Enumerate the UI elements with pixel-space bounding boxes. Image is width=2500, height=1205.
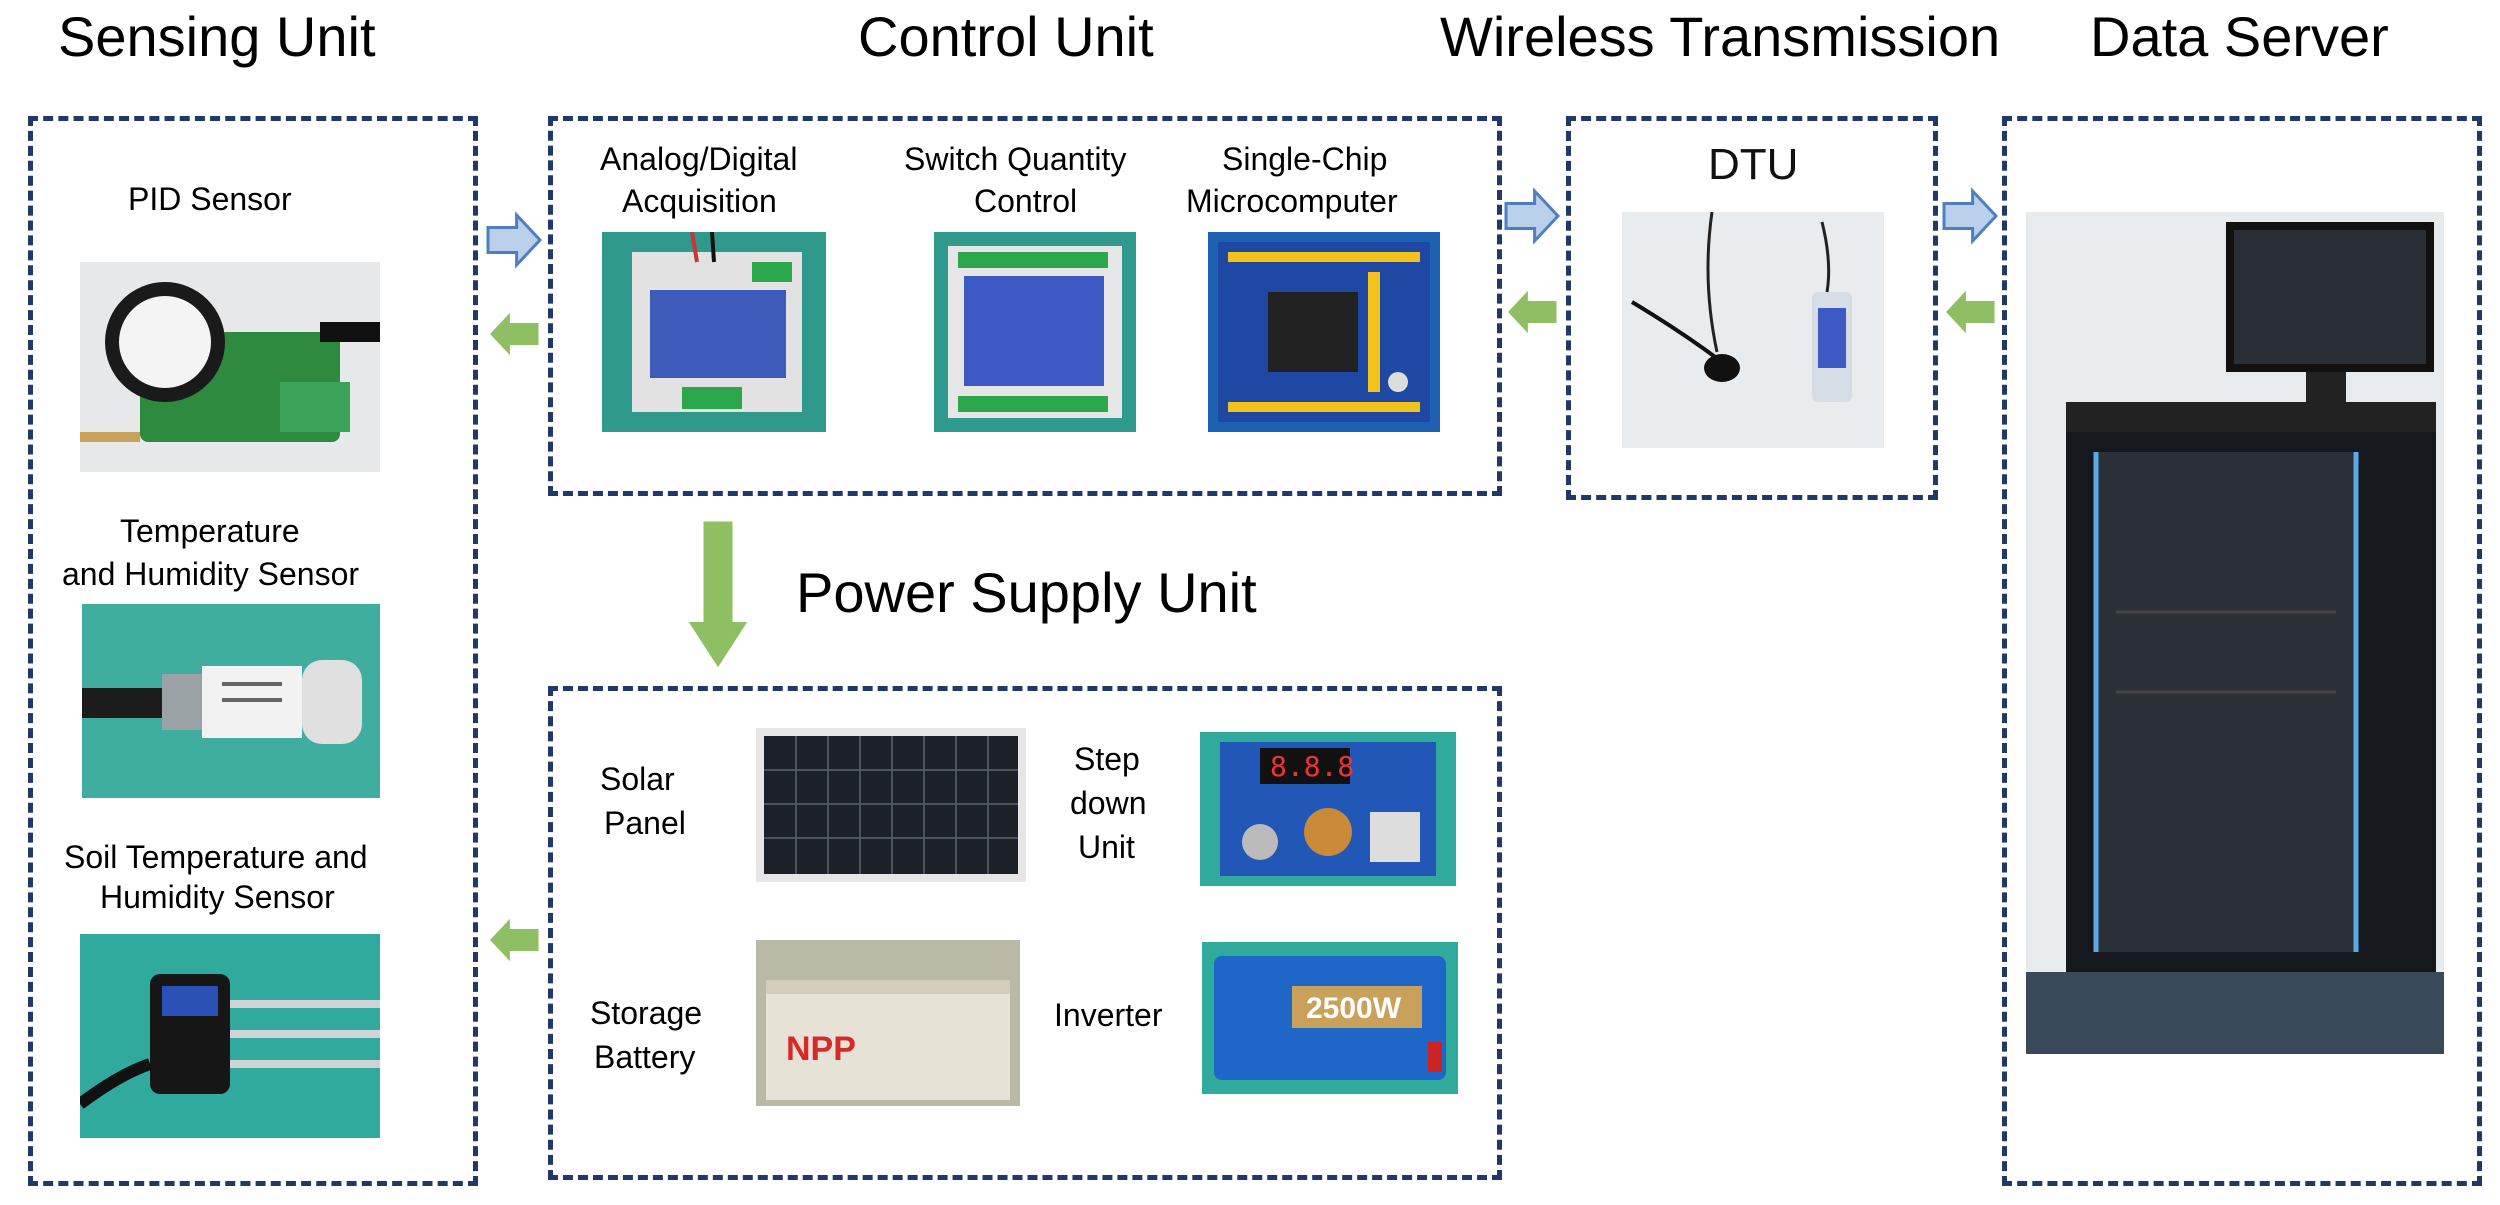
control-unit-box bbox=[548, 116, 1502, 496]
inverter-label: Inverter bbox=[1054, 997, 1163, 1033]
step-down-label-line3: Unit bbox=[1078, 829, 1135, 865]
soil-sensor-label-line1: Soil Temperature and bbox=[64, 839, 368, 875]
pid-sensor-image bbox=[80, 262, 380, 472]
solar-panel-image bbox=[756, 728, 1026, 882]
battery-brand-text: NPP bbox=[786, 1030, 856, 1068]
wireless-transmission-box bbox=[1566, 116, 1938, 500]
adc-module-image bbox=[602, 232, 826, 432]
arrow-control-to-sensing bbox=[485, 305, 542, 363]
step-down-label-line1: Step bbox=[1074, 741, 1140, 777]
storage-battery-label-line2: Battery bbox=[594, 1039, 696, 1075]
dtu-device-image bbox=[1622, 212, 1884, 448]
arrow-server-to-wireless bbox=[1941, 283, 1998, 341]
temperature-humidity-label-line2: and Humidity Sensor bbox=[62, 556, 360, 592]
data-server-heading: Data Server bbox=[2090, 5, 2389, 68]
mcu-label-line2: Microcomputer bbox=[1186, 183, 1398, 219]
data-server-box bbox=[2002, 116, 2482, 1186]
arrow-wireless-to-server bbox=[1942, 187, 1999, 245]
arrow-wireless-to-control bbox=[1503, 283, 1560, 341]
soil-sensor-image bbox=[80, 934, 380, 1138]
step-down-unit-image: 8.8.8 bbox=[1200, 732, 1456, 886]
soil-sensor-label-line2: Humidity Sensor bbox=[100, 879, 335, 915]
temperature-humidity-label-line1: Temperature bbox=[120, 513, 300, 549]
arrow-power-to-sensing bbox=[485, 911, 542, 969]
storage-battery-label-line1: Storage bbox=[590, 995, 703, 1031]
adc-label-line1: Analog/Digital bbox=[600, 141, 798, 177]
power-supply-unit-box bbox=[548, 686, 1502, 1180]
svg-text:8.8.8: 8.8.8 bbox=[1270, 750, 1354, 783]
storage-battery-image: NPP bbox=[756, 940, 1020, 1106]
arrow-control-to-wireless bbox=[1504, 187, 1561, 245]
control-unit-heading: Control Unit bbox=[858, 5, 1154, 68]
wireless-transmission-heading: Wireless Transmission bbox=[1440, 5, 2001, 68]
mcu-board-image bbox=[1208, 232, 1440, 432]
switch-control-module-image bbox=[934, 232, 1136, 432]
solar-panel-label-line2: Panel bbox=[604, 805, 686, 841]
arrow-control-to-power bbox=[683, 518, 753, 673]
pid-sensor-label: PID Sensor bbox=[128, 181, 292, 217]
dtu-label: DTU bbox=[1708, 140, 1799, 189]
switch-label-line1: Switch Quantity bbox=[904, 141, 1127, 177]
data-server-cabinet-image bbox=[2026, 212, 2444, 1054]
solar-panel-label-line1: Solar bbox=[600, 761, 675, 797]
sensing-unit-heading: Sensing Unit bbox=[58, 5, 376, 68]
inverter-rating-text: 2500W bbox=[1306, 992, 1402, 1025]
sensing-unit-box bbox=[28, 116, 478, 1186]
switch-label-line2: Control bbox=[974, 183, 1078, 219]
temperature-humidity-sensor-image bbox=[82, 604, 380, 798]
inverter-image: 2500W bbox=[1202, 942, 1458, 1094]
arrow-sensing-to-control bbox=[486, 211, 543, 269]
adc-label-line2: Acquisition bbox=[622, 183, 777, 219]
step-down-label-line2: down bbox=[1070, 785, 1147, 821]
mcu-label-line1: Single-Chip bbox=[1222, 141, 1388, 177]
power-supply-unit-heading: Power Supply Unit bbox=[796, 561, 1257, 624]
